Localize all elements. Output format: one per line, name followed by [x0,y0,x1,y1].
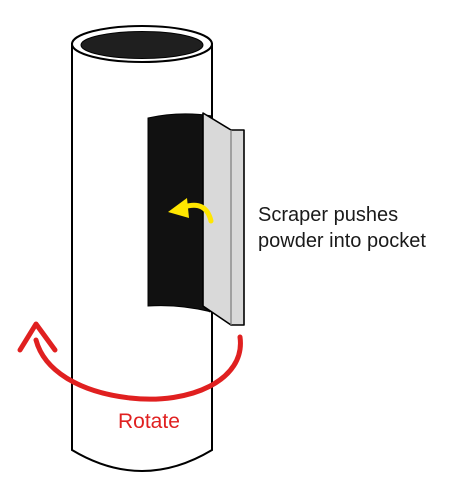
curved-arrow-rotate-icon [17,321,243,402]
scraper-caption-line-2: powder into pocket [258,230,426,252]
curved-arrow-left-icon [168,198,214,224]
scraper-caption-line-1: Scraper pushes [258,204,399,226]
rotate-label: Rotate [118,410,180,433]
cylinder-opening [80,31,204,59]
scraper-base-edge [202,305,211,313]
